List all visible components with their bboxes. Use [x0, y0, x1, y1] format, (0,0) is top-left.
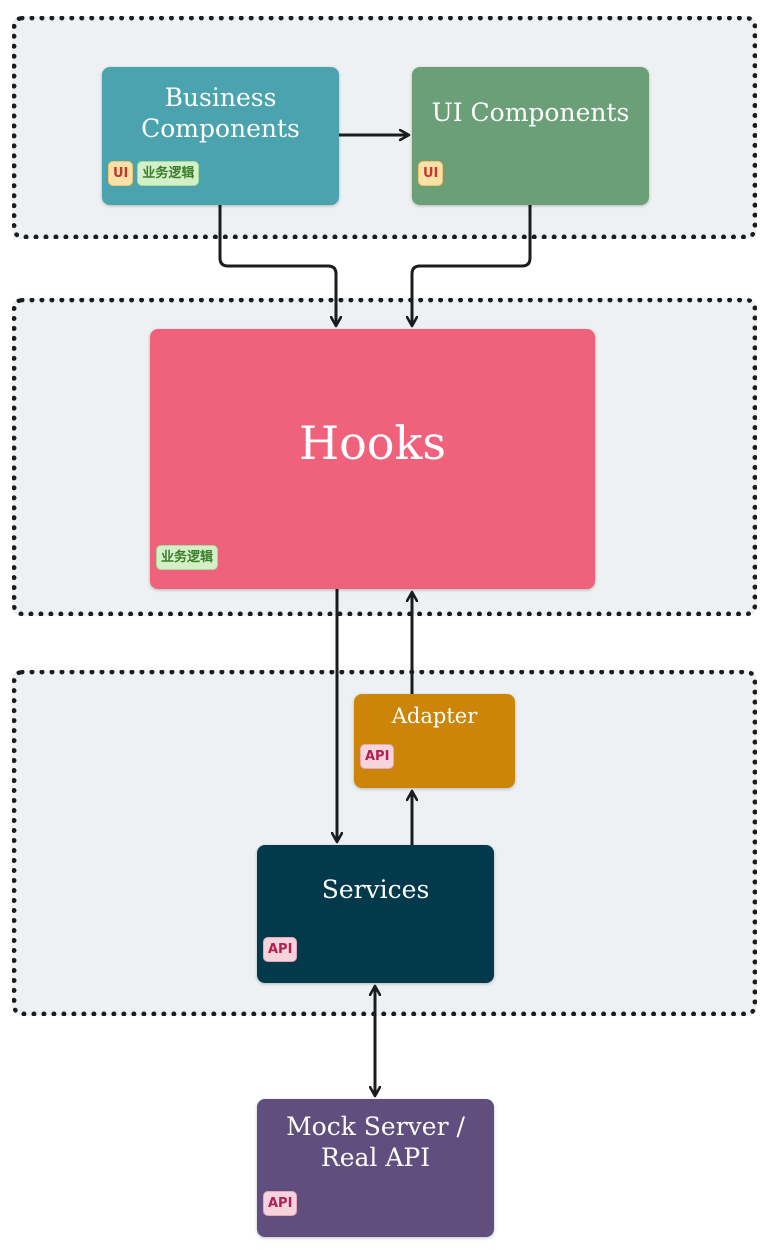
arrow-ui-to-hooks: [412, 205, 532, 326]
services-node[interactable]: Services API: [257, 845, 494, 983]
mock-server-node[interactable]: Mock Server / Real API API: [257, 1099, 494, 1237]
business-components-node[interactable]: Business Components UI 业务逻辑: [102, 67, 339, 205]
api-tag: API: [360, 744, 395, 769]
api-tag: API: [263, 1191, 298, 1216]
business-logic-tag: 业务逻辑: [137, 161, 200, 186]
hooks-node[interactable]: Hooks 业务逻辑: [150, 329, 595, 589]
ui-components-node[interactable]: UI Components UI: [412, 67, 649, 205]
adapter-title: Adapter: [391, 704, 478, 728]
ui-tag: UI: [108, 161, 134, 186]
arrow-business-to-hooks: [218, 205, 336, 326]
ui-tag: UI: [418, 161, 444, 186]
api-tag: API: [263, 937, 298, 962]
hooks-title: Hooks: [299, 416, 446, 470]
business-logic-tag: 业务逻辑: [156, 545, 219, 570]
adapter-node[interactable]: Adapter API: [354, 694, 515, 788]
business-components-title: Business Components: [141, 83, 300, 143]
ui-components-title: UI Components: [431, 98, 630, 127]
services-title: Services: [321, 875, 430, 904]
mock-server-title: Mock Server / Real API: [286, 1112, 465, 1172]
